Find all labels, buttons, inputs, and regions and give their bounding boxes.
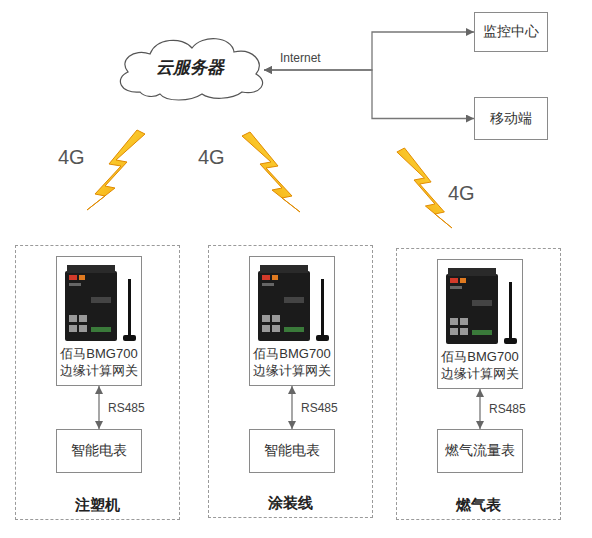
gateway-device [250, 257, 336, 347]
group-title: 燃气表 [397, 496, 560, 515]
group-title: 涂装线 [209, 494, 372, 513]
network-label: 4G [448, 182, 475, 205]
lightning-bolt [242, 132, 300, 212]
group-title: 注塑机 [16, 496, 179, 515]
edge-label: RS485 [108, 401, 145, 415]
process-box: 燃气流量表 [437, 429, 523, 473]
group-box: 注塑机 佰马BMG700 边缘计算网关智能电表 [15, 245, 180, 520]
node-text: 监控中心 [483, 23, 539, 41]
process-box: 智能电表 [56, 429, 142, 473]
node-text: 智能电表 [264, 442, 320, 460]
node-text: 佰马BMG700 边缘计算网关 [251, 345, 333, 379]
node-text: 云服务器 [110, 56, 270, 79]
group-box: 燃气表 佰马BMG700 边缘计算网关燃气流量表 [396, 248, 561, 520]
connector [479, 389, 480, 429]
node-text: 燃气流量表 [445, 442, 515, 460]
connector [264, 70, 474, 119]
gateway-box: 佰马BMG700 边缘计算网关 [249, 256, 335, 386]
process-box: 智能电表 [249, 429, 335, 473]
gateway-box: 佰马BMG700 边缘计算网关 [437, 259, 523, 389]
lightning-bolt [87, 130, 145, 210]
network-label: 4G [58, 146, 85, 169]
gateway-box: 佰马BMG700 边缘计算网关 [56, 256, 142, 386]
node-text: 智能电表 [71, 442, 127, 460]
connector [264, 32, 474, 70]
cloud-node: 云服务器 [110, 30, 270, 102]
connector [98, 386, 99, 429]
connector [291, 386, 292, 429]
gateway-device [57, 257, 143, 347]
node-text: 佰马BMG700 边缘计算网关 [58, 345, 140, 379]
process-box: 移动端 [474, 97, 548, 140]
node-text: 佰马BMG700 边缘计算网关 [439, 348, 521, 382]
process-box: 监控中心 [474, 12, 548, 52]
lightning-bolt [397, 148, 452, 228]
gateway-device [438, 260, 524, 350]
edge-label: Internet [280, 51, 321, 65]
group-box: 涂装线 佰马BMG700 边缘计算网关智能电表 [208, 245, 373, 518]
network-label: 4G [198, 146, 225, 169]
node-text: 移动端 [490, 110, 532, 128]
edge-label: RS485 [489, 402, 526, 416]
edge-label: RS485 [301, 401, 338, 415]
